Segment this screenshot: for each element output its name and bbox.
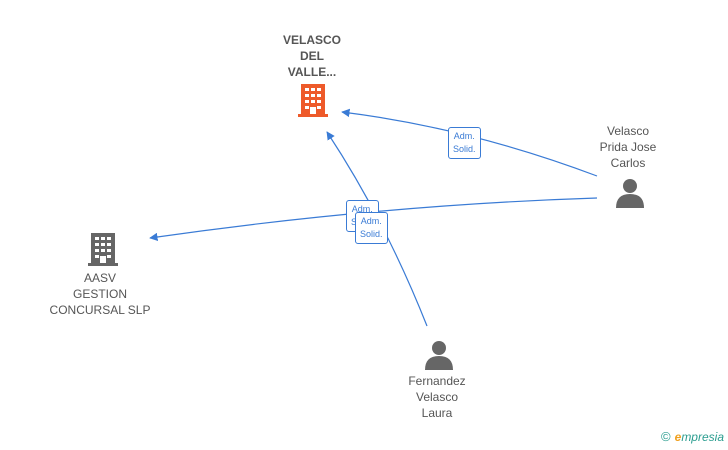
building-icon[interactable] [298,84,328,117]
building-icon[interactable] [88,233,118,266]
company-label-aasv[interactable]: AASV GESTION CONCURSAL SLP [49,271,151,317]
edge-label: Adm. Solid. [355,212,388,244]
person-label-fernandez[interactable]: Fernandez Velasco Laura [408,374,466,420]
brand-footer: © empresia [661,429,724,444]
person-label-velasco-prida[interactable]: Velasco Prida Jose Carlos [599,124,657,170]
brand-logo[interactable]: empresia [674,429,724,444]
company-label-velasco-del-valle[interactable]: VELASCO DEL VALLE... [282,33,341,79]
edge-label: Adm. Solid. [448,127,481,159]
person-icon[interactable] [425,341,453,370]
person-icon[interactable] [616,179,644,208]
copyright-icon: © [661,429,671,444]
